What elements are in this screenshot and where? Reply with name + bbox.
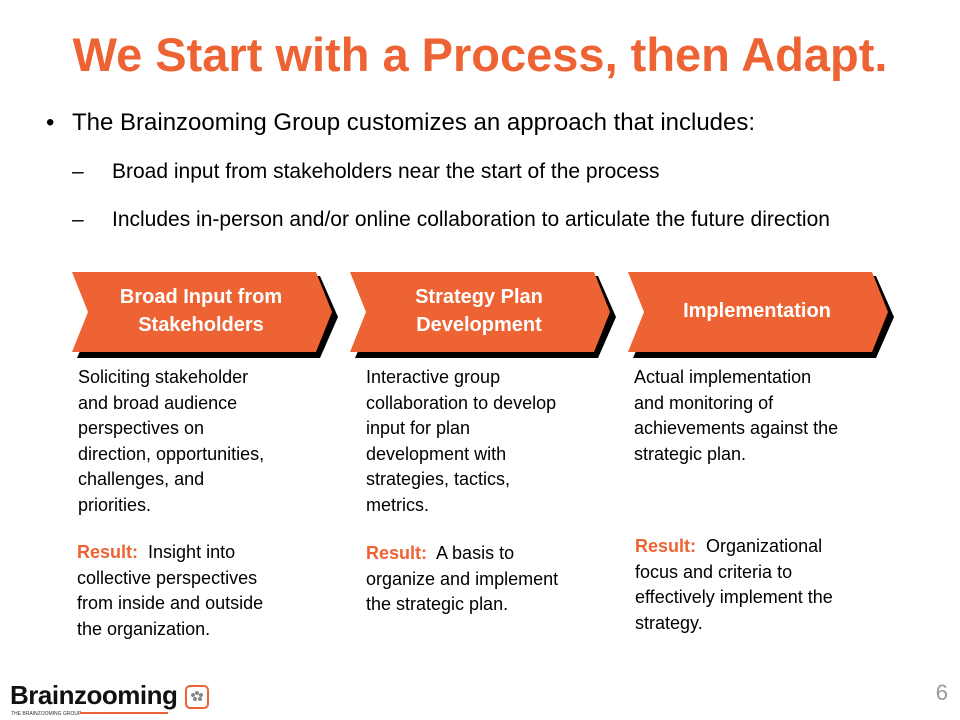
bullet-dot: • — [46, 109, 55, 136]
logo-underline — [80, 712, 168, 714]
bullet-text: The Brainzooming Group customizes an app… — [72, 109, 756, 136]
logo-tagline: THE BRAINZOOMING GROUP — [11, 711, 82, 717]
dash: – — [72, 208, 84, 231]
brain-icon — [185, 685, 209, 709]
step-label-line: Implementation — [683, 300, 831, 322]
step-label-line: Broad Input from — [119, 286, 283, 308]
step-label: Implementation — [642, 270, 872, 352]
step-label-line: Development — [416, 314, 542, 336]
slide-title: We Start with a Process, then Adapt. — [72, 28, 888, 81]
sub-bullet-text: Includes in-person and/or online collabo… — [112, 208, 830, 231]
step-label-line: Stakeholders — [138, 314, 264, 336]
process-step-chevron-3: Implementation — [626, 270, 896, 360]
dash: – — [72, 160, 84, 183]
page-number: 6 — [935, 680, 948, 705]
logo-wordmark: Brainzooming — [10, 680, 178, 710]
step-label-line: Strategy Plan — [415, 286, 543, 308]
sub-bullet-text: Broad input from stakeholders near the s… — [112, 160, 660, 183]
brainzooming-logo: Brainzooming THE BRAINZOOMING GROUP — [10, 682, 215, 718]
